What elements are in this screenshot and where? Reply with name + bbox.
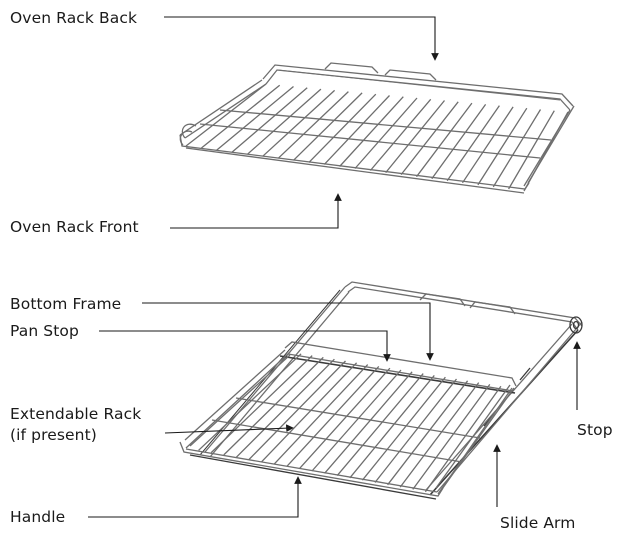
label-extendable-rack-note: (if present) (10, 426, 97, 444)
label-bottom-frame: Bottom Frame (10, 295, 122, 313)
rack-wire (385, 100, 446, 174)
rack-wire (247, 88, 322, 155)
rack-wire (311, 369, 402, 472)
rack-wire (293, 92, 363, 161)
label-handle: Handle (10, 508, 66, 526)
leader-lines (88, 16, 581, 518)
label-oven-rack-front: Oven Rack Front (10, 218, 139, 236)
rack-wire (336, 373, 424, 477)
leader-oven-rack-back (164, 16, 439, 61)
rack-wire (235, 358, 335, 458)
leader-extendable-rack (164, 424, 294, 434)
rack-wire (210, 355, 313, 454)
rack-wire (308, 93, 377, 163)
rack-wire (400, 101, 459, 176)
rack-wire (298, 367, 391, 470)
leader-bottom-frame (142, 302, 434, 361)
rack-wire (446, 105, 500, 182)
rack-wire (424, 385, 502, 493)
rack-wire (262, 89, 336, 157)
leader-pan-stop (99, 330, 391, 362)
rack-wire (431, 104, 487, 180)
leader-handle (88, 476, 302, 518)
rack-wire (437, 387, 513, 495)
rack-wire (273, 364, 369, 465)
rack-wire (349, 374, 435, 479)
rack-wire (508, 110, 555, 190)
rack-wire (324, 371, 413, 474)
extendable-rack-bottom (179, 281, 583, 500)
rack-wire (261, 362, 358, 463)
rack-wire (477, 107, 528, 186)
label-extendable-rack: Extendable Rack (10, 405, 142, 423)
rack-wire (374, 378, 458, 483)
rack-wire (248, 360, 346, 460)
label-stop: Stop (577, 421, 613, 439)
rack-wire (277, 91, 349, 159)
rack-wire (415, 102, 473, 178)
label-oven-rack-back: Oven Rack Back (10, 9, 138, 27)
rack-wire (399, 382, 480, 488)
rack-wire (412, 384, 491, 490)
rack-wire (361, 376, 446, 481)
rack-wire (492, 109, 542, 188)
rack-wire (387, 380, 469, 486)
rack-wire (198, 353, 302, 451)
label-slide-arm: Slide Arm (500, 514, 576, 532)
rack-wire (369, 98, 432, 171)
rack-wire (223, 356, 324, 456)
oven-rack-top (179, 62, 575, 194)
rack-wire (231, 87, 308, 153)
rack-wire (216, 85, 294, 151)
rack-wire (523, 111, 569, 192)
rack-wire (461, 106, 514, 184)
rack-wire (286, 365, 380, 467)
rack-wire (323, 95, 390, 165)
rack-wire (339, 96, 404, 167)
label-pan-stop: Pan Stop (10, 322, 79, 340)
rack-wire (200, 84, 281, 149)
rack-wire (354, 97, 418, 169)
leader-oven-rack-front (170, 193, 342, 229)
rack-wire (185, 83, 267, 147)
